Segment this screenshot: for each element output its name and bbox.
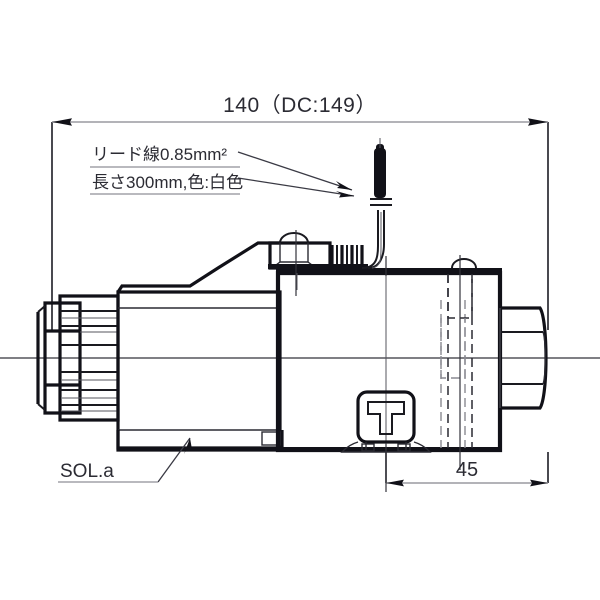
valve-body-top-band	[276, 268, 502, 274]
ribbed-end-cap-group	[36, 294, 120, 422]
end-cap-nose-chamfer	[37, 305, 46, 411]
right-end-plug-group	[499, 306, 548, 410]
overall-length-label: 140（DC:149）	[223, 94, 377, 117]
sol-leader-line	[157, 437, 191, 483]
solenoid-a-leader-group	[58, 437, 192, 483]
lead-wire-cable-group	[361, 138, 392, 269]
solenoid-a-label: SOL.a	[60, 461, 114, 482]
connector-inner-frame	[279, 243, 309, 263]
housing-base-plate	[116, 430, 284, 452]
valve-body-block-group	[275, 268, 503, 453]
dimension-arrow-left	[52, 118, 72, 126]
leader-arrow-lower	[336, 191, 354, 198]
body-width-label: 45	[456, 459, 478, 481]
cable-outer-curve2	[367, 210, 385, 269]
end-cap-outer	[43, 301, 82, 415]
hidden-shank	[440, 318, 466, 379]
emblem-t-letter	[367, 401, 405, 435]
solenoid-shoulder-slope	[116, 241, 280, 293]
lead-wire-leader-group	[237, 151, 355, 198]
hidden-bolt-holes-group	[440, 255, 477, 470]
connector-base-band	[268, 264, 368, 269]
cable-outer-curve	[361, 210, 379, 269]
width-arrow-right	[530, 479, 548, 487]
leader-line-lower	[237, 177, 355, 197]
emblem-foot-right	[397, 443, 411, 452]
emblem-outer-frame	[356, 390, 416, 444]
valve-body-outline	[275, 270, 503, 453]
t-shaped-emblem-group	[340, 390, 432, 453]
dimension-arrow-right	[528, 118, 548, 126]
right-plug-outline	[500, 306, 548, 410]
valve-body-bottom-band	[276, 447, 502, 452]
solenoid-coil-housing-group	[116, 241, 284, 452]
cable-tip-cap	[376, 144, 384, 154]
sol-leader-arrow	[184, 438, 192, 454]
solenoid-housing-outline	[116, 290, 282, 450]
overall-length-dimension-group	[51, 118, 549, 330]
cable-black-tip	[374, 148, 386, 198]
lead-wire-note-line2: 長さ300mm,色:白色	[92, 173, 243, 192]
leader-arrow-upper	[336, 181, 352, 190]
leader-line-upper	[237, 151, 353, 191]
right-plug-inner	[542, 331, 546, 385]
cable-inner-line	[371, 212, 382, 269]
bolt-head-arch	[451, 258, 477, 269]
emblem-foot-left	[361, 443, 375, 452]
lead-wire-note-line1: リード線0.85mm²	[92, 145, 227, 164]
cable-gland-group	[268, 232, 368, 270]
width-arrow-left	[386, 479, 404, 487]
connector-arch	[279, 232, 309, 244]
